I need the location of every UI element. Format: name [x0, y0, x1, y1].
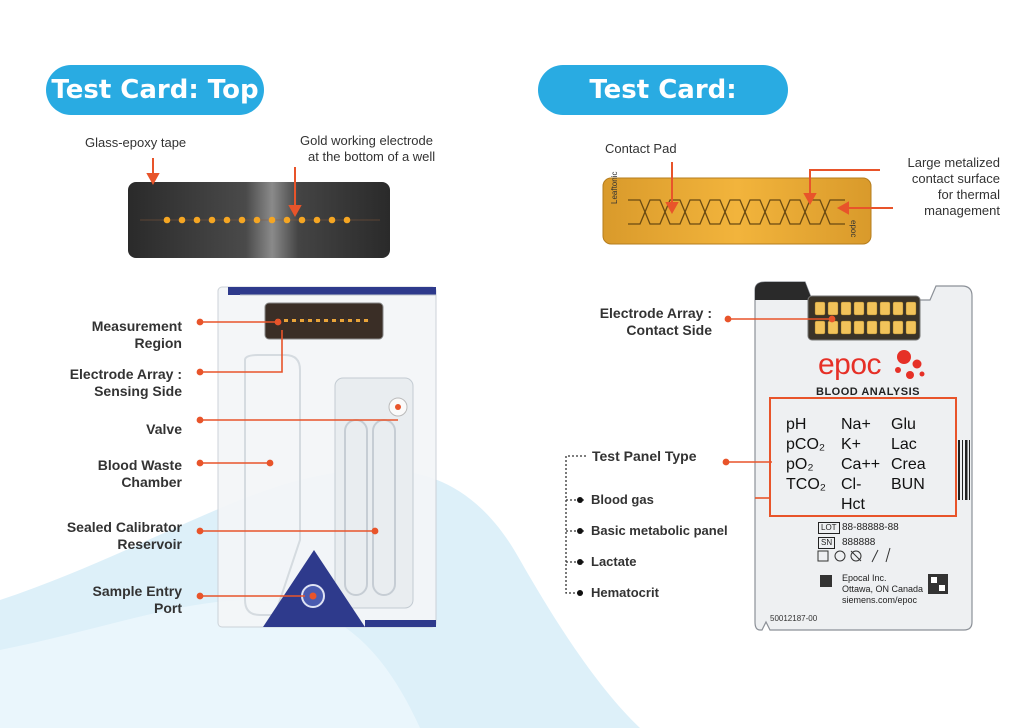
- label-contact-pad: Contact Pad: [605, 141, 677, 156]
- analyte-col-1: pH pCO₂ pO₂ TCO₂: [786, 416, 826, 493]
- analyte-col-3: Glu Lac Crea BUN: [891, 416, 926, 493]
- glass-epoxy-strip: [128, 182, 390, 258]
- epoc-logo-dots: [895, 350, 925, 379]
- label-large-metalized: Large metalized contact surface for ther…: [907, 155, 1001, 218]
- maker-info: Epocal Inc. Ottawa, ON Canada siemens.co…: [842, 573, 924, 605]
- label-gold-electrode-2: at the bottom of a well: [308, 149, 436, 164]
- label-glass-epoxy-tape: Glass-epoxy tape: [85, 135, 187, 150]
- label-electrode-array-sensing: Electrode Array :Sensing Side: [69, 366, 182, 399]
- lot-value: 88-88888-88: [842, 522, 899, 533]
- label-electrode-array-contact: Electrode Array :Contact Side: [599, 305, 712, 338]
- sn-tag: SN: [818, 537, 836, 549]
- lot-tag: LOT: [818, 522, 840, 534]
- part-number: 50012187-00: [770, 614, 818, 623]
- sn-value: 888888: [842, 537, 876, 548]
- strip-mark-right: epoc: [849, 220, 858, 238]
- label-test-panel-type: Test Panel Type: [592, 448, 697, 464]
- panel-item-basic-metabolic: Basic metabolic panel: [591, 523, 728, 538]
- panel-item-hematocrit: Hematocrit: [591, 585, 659, 600]
- panel-item-blood-gas: Blood gas: [591, 492, 654, 507]
- analyte-col-2: Na+ K+ Ca++ Cl- Hct: [841, 416, 881, 513]
- title-test-card-top: Test Card: Top: [46, 65, 264, 115]
- epoc-brand: epoc: [818, 348, 882, 381]
- strip-mark-left: Leaftonic: [610, 171, 619, 204]
- title-test-card-bottom: Test Card: Bottom: [538, 65, 788, 155]
- label-gold-electrode-1: Gold working electrode: [300, 133, 433, 148]
- top-card: [217, 286, 437, 628]
- panel-item-lactate: Lactate: [591, 554, 637, 569]
- bottom-card: [754, 281, 973, 631]
- label-valve: Valve: [146, 421, 182, 437]
- contact-pad-strip: [602, 177, 872, 245]
- blood-analysis-text: BLOOD ANALYSIS: [816, 386, 920, 398]
- analyte-panel-box: [769, 397, 957, 517]
